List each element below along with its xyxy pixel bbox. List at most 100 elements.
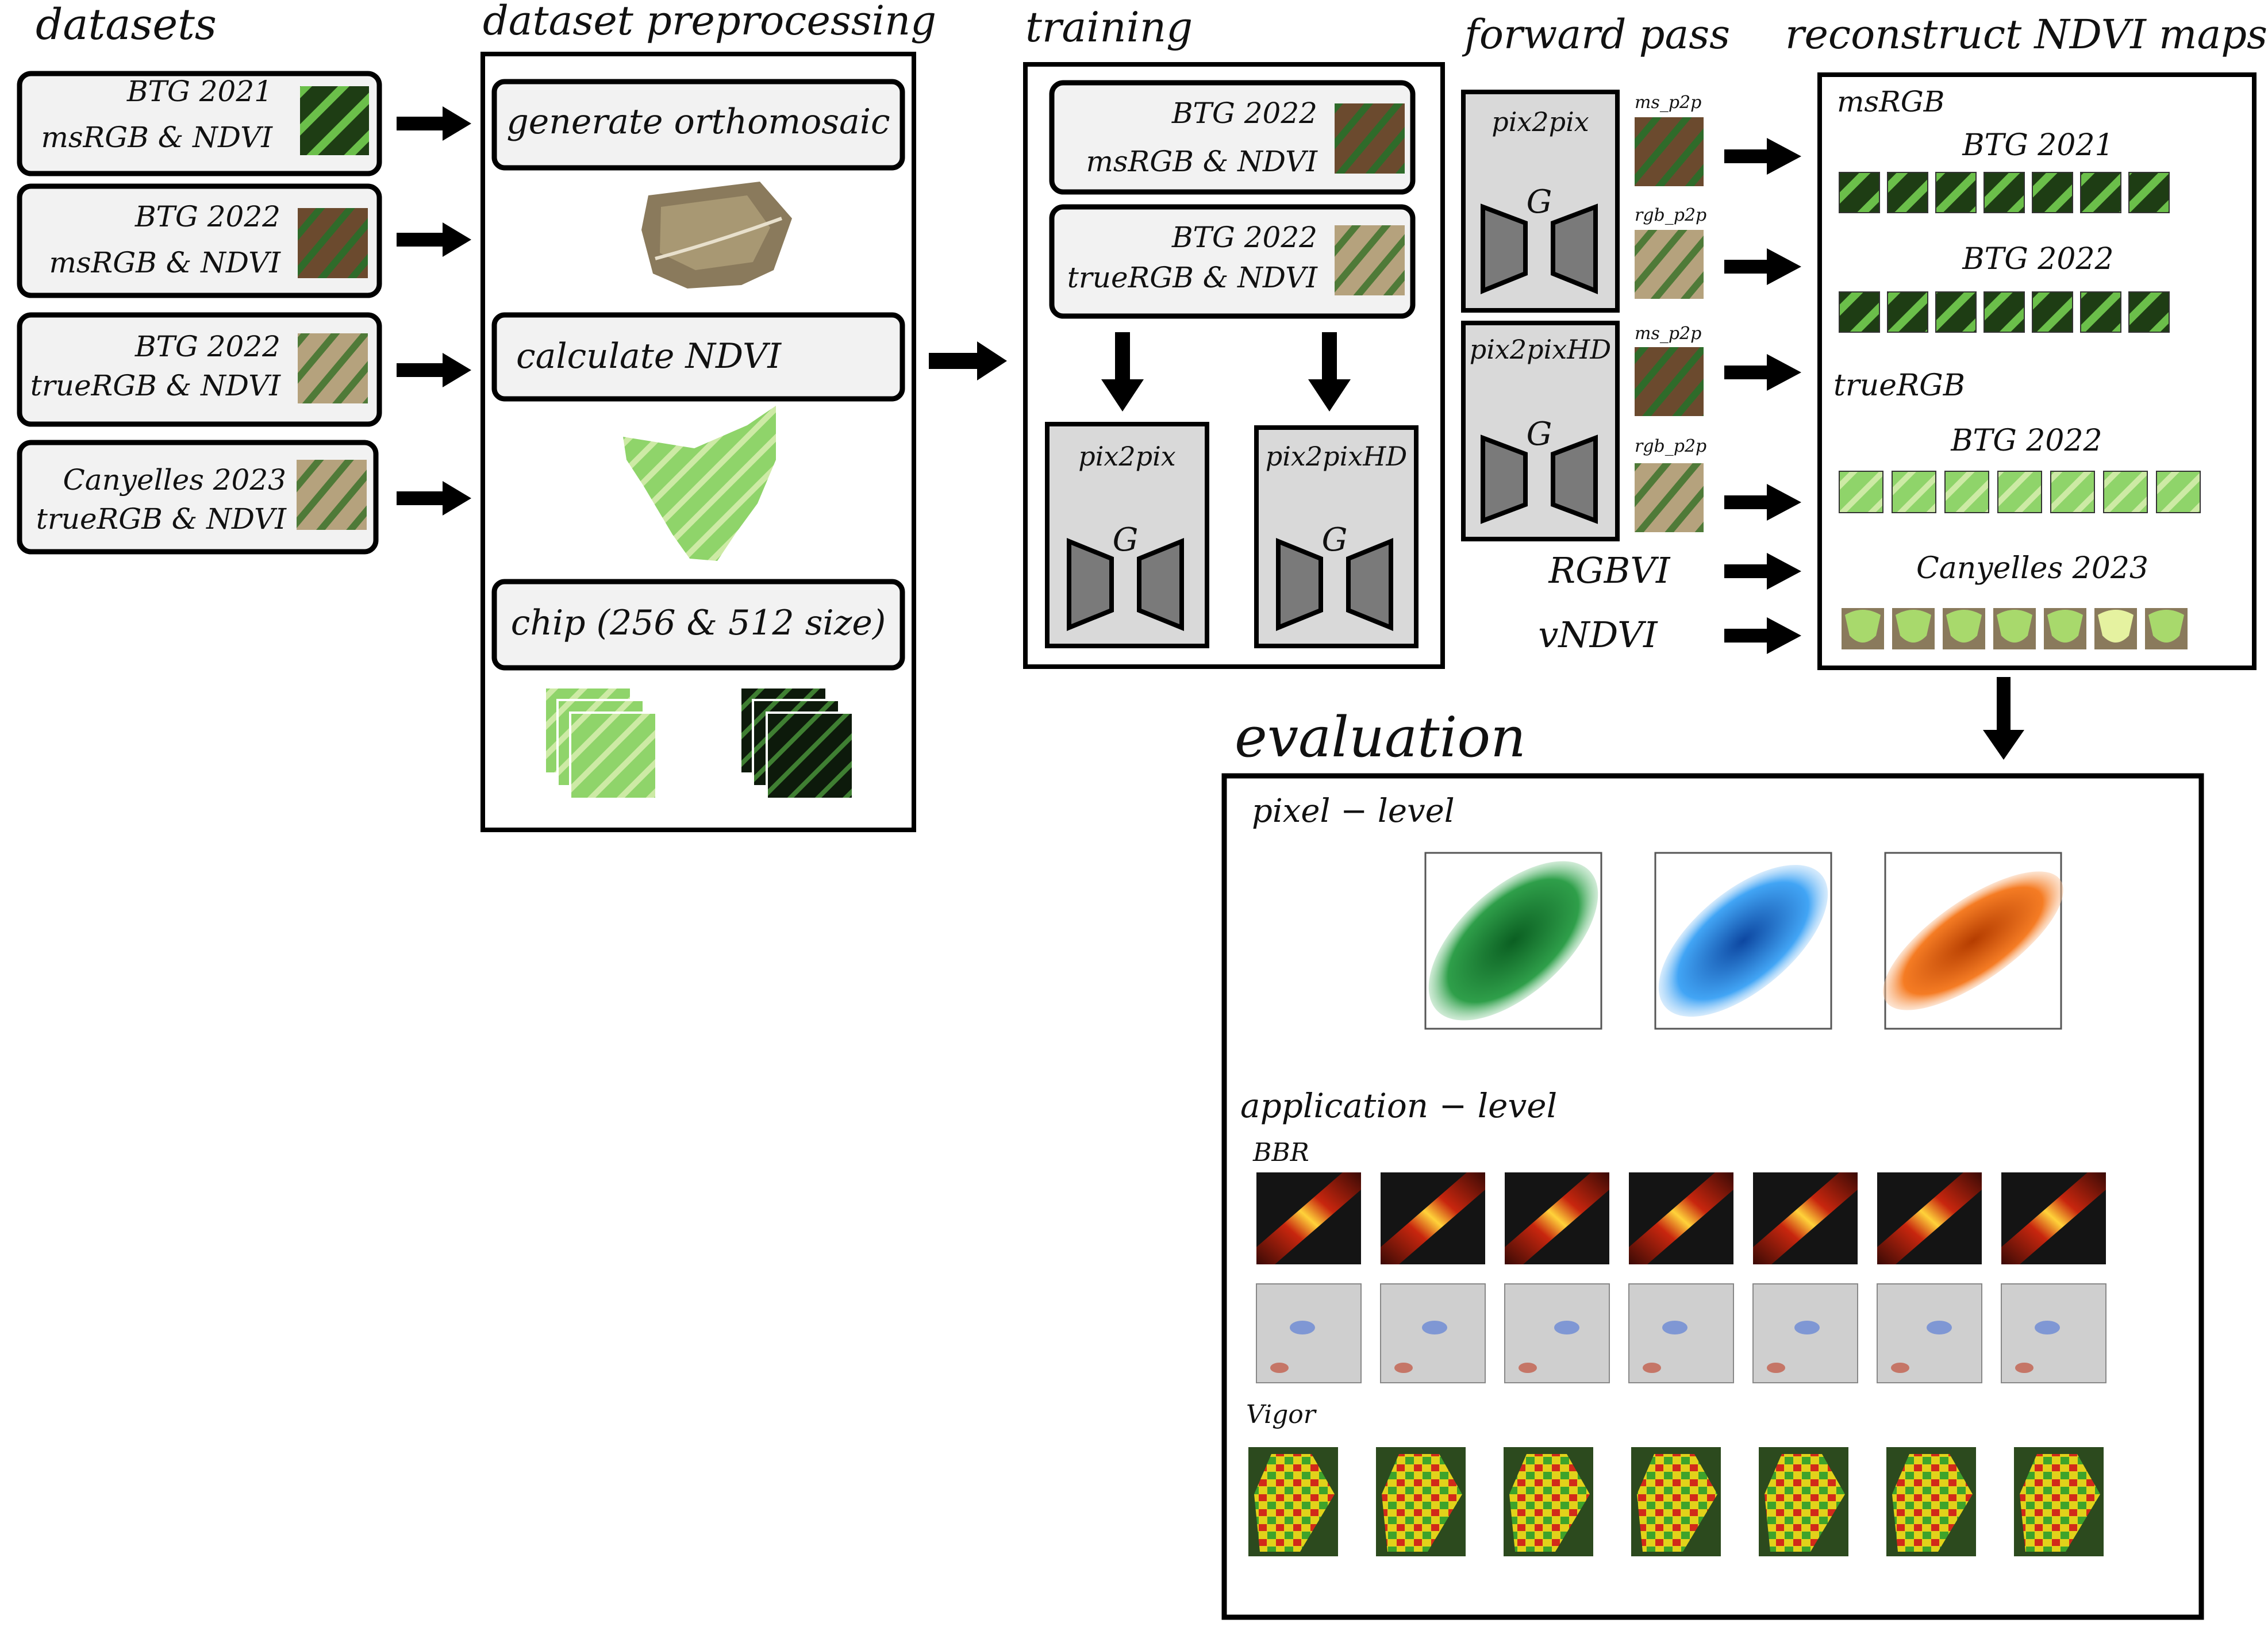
generator-label: G: [1527, 183, 1552, 221]
vigor-label: Vigor: [1246, 1400, 1317, 1429]
heat-band: [2001, 1172, 2106, 1264]
ndvi-tile: [2128, 172, 2170, 213]
generator-label: G: [1527, 416, 1552, 453]
dataset-bands: trueRGB & NDVI: [30, 369, 281, 402]
dataset-arrows: [397, 106, 471, 516]
generator-decoder-icon: [1346, 538, 1393, 631]
dataset-bands: msRGB & NDVI: [41, 121, 273, 154]
bbr-label: BBR: [1252, 1138, 1309, 1167]
vigor-classes: [1509, 1454, 1590, 1552]
step-label: calculate NDVI: [516, 336, 782, 376]
datasets-header: datasets: [36, 0, 217, 49]
difference-blob: [1767, 1363, 1785, 1373]
difference-blob: [1794, 1321, 1820, 1334]
field-shape: [2148, 610, 2184, 643]
scatter-plot-orange: [1883, 852, 2063, 1030]
ndvi-tile: [1935, 172, 1977, 213]
forward-outputs: ms_p2p rgb_p2p ms_p2p rgb_p2p: [1635, 93, 1706, 532]
ndvi-tile: [2080, 291, 2121, 333]
generator-label: G: [1113, 521, 1139, 559]
field-shape: [1997, 610, 2032, 643]
dataset-bands: msRGB & NDVI: [49, 246, 281, 279]
heat-band: [1629, 1172, 1733, 1264]
dataset-title: Canyelles 2023: [63, 463, 286, 497]
model-label: pix2pixHD: [1266, 441, 1407, 472]
ms-row1-label: BTG 2021: [1962, 128, 2113, 163]
difference-blob: [1554, 1321, 1579, 1334]
ndvi-tile: [1935, 291, 1977, 333]
application-level-label: application − level: [1240, 1086, 1557, 1125]
ms-btg2021-tiles: [1839, 172, 2170, 213]
generator-decoder-icon: [1551, 203, 1598, 294]
evaluation-header: evaluation: [1235, 705, 1526, 770]
forward-arrows: [1724, 138, 1801, 654]
true-canyelles-tiles: [1842, 608, 2188, 649]
generator-encoder-icon: [1481, 203, 1528, 294]
ndvi-map-image: [623, 406, 776, 561]
dataset-card-canyelles2023: Canyelles 2023 trueRGB & NDVI: [17, 440, 379, 555]
difference-blob: [1290, 1321, 1315, 1334]
field-shape: [2047, 610, 2083, 643]
difference-blob: [2035, 1321, 2060, 1334]
ndvi-tile: [2103, 471, 2148, 513]
preprocessing-panel: [480, 52, 916, 832]
generator-decoder-icon: [1137, 538, 1184, 631]
bbr-difference-row: [1256, 1283, 2106, 1383]
difference-blob: [1519, 1363, 1537, 1373]
dataset-card-btg2022-ms: BTG 2022 msRGB & NDVI: [17, 183, 382, 298]
generator-encoder-icon: [1481, 434, 1528, 524]
orthomosaic-image: [641, 182, 792, 289]
ndvi-tile: [1887, 291, 1928, 333]
field-shape: [2098, 610, 2134, 643]
dataset-bands: trueRGB & NDVI: [36, 502, 287, 536]
arrow-to-training: [929, 341, 1007, 380]
vigor-classes: [1254, 1454, 1335, 1552]
bbr-heatmap-row: [1256, 1172, 2106, 1264]
model-label: pix2pix: [1492, 106, 1589, 137]
training-set-title: BTG 2022: [1171, 97, 1317, 130]
ndvi-chips-stack: [544, 686, 658, 800]
true-row2-label: Canyelles 2023: [1916, 551, 2148, 586]
ndvi-tile: [2128, 291, 2170, 333]
output-label-ms-p2p: ms_p2p: [1635, 324, 1701, 344]
difference-blob: [1662, 1321, 1687, 1334]
ndvi-tile: [2080, 172, 2121, 213]
step-generate-orthomosaic: generate orthomosaic: [491, 79, 905, 171]
ndvi-tile: [2050, 471, 2095, 513]
forward-model-pix2pixhd: pix2pixHD G: [1461, 321, 1620, 541]
true-btg2022-tiles: [1839, 471, 2201, 513]
difference-blob: [1394, 1363, 1413, 1373]
dataset-title: BTG 2022: [134, 200, 280, 233]
ndvi-tile: [1983, 172, 2025, 213]
training-set-bands: msRGB & NDVI: [1086, 145, 1318, 178]
heat-band: [1877, 1172, 1982, 1264]
field-shape: [1845, 610, 1881, 643]
ndvi-tile: [1839, 172, 1880, 213]
difference-blob: [1270, 1363, 1289, 1373]
dataset-title: BTG 2021: [126, 75, 272, 108]
vigor-classes: [1382, 1454, 1462, 1552]
vigor-classes: [2020, 1454, 2100, 1552]
generator-decoder-icon: [1551, 434, 1598, 524]
vigor-map-row: [1248, 1447, 2104, 1556]
heat-band: [1256, 1172, 1361, 1264]
output-thumbnail: [1635, 117, 1704, 186]
ndvi-tile: [1839, 291, 1880, 333]
vigor-classes: [1892, 1454, 1973, 1552]
true-rgb-label: trueRGB: [1833, 368, 1965, 403]
training-thumbnail: [1335, 103, 1405, 174]
ndvi-tile: [1944, 471, 1989, 513]
training-set-bands: trueRGB & NDVI: [1067, 261, 1318, 294]
scatter-plot-blue: [1654, 852, 1832, 1030]
dataset-thumbnail: [300, 86, 369, 155]
ndvi-tile: [2156, 471, 2201, 513]
generator-label: G: [1322, 521, 1348, 559]
step-label: generate orthomosaic: [506, 102, 890, 142]
field-shape: [1896, 610, 1931, 643]
rgb-chips-stack: [739, 686, 854, 800]
ms-row2-label: BTG 2022: [1962, 242, 2113, 276]
reconstruct-header: reconstruct NDVI maps: [1785, 11, 2267, 58]
scatter-plot-green: [1424, 852, 1602, 1030]
training-set-btg2022-true: BTG 2022 trueRGB & NDVI: [1049, 204, 1416, 319]
